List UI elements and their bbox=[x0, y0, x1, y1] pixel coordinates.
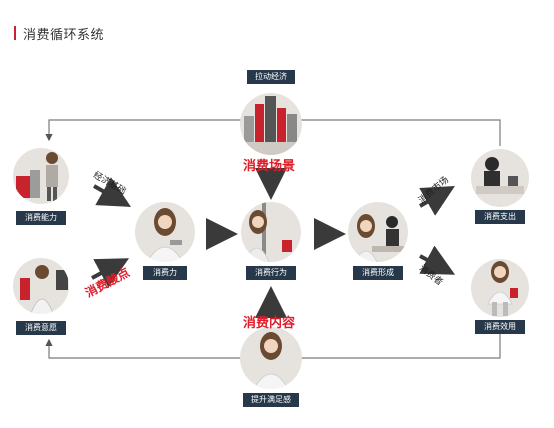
red-label-content: 消费内容 bbox=[243, 316, 296, 331]
circle-willingness bbox=[13, 258, 69, 314]
circle-spending bbox=[471, 149, 529, 207]
title-text: 消费循环系统 bbox=[23, 27, 105, 43]
circle-power bbox=[135, 202, 195, 262]
page-title: 消费循环系统 bbox=[14, 25, 105, 43]
node-label-top: 拉动经济 bbox=[247, 70, 295, 84]
node-label-spending: 消费支出 bbox=[475, 210, 525, 224]
node-label-bottom: 提升满足感 bbox=[243, 393, 299, 407]
circle-bottom bbox=[240, 327, 302, 389]
node-label-power: 消费力 bbox=[143, 266, 187, 280]
node-label-willingness: 消费意愿 bbox=[16, 321, 66, 335]
circle-ability bbox=[13, 148, 69, 204]
arrow-formation-to-effect bbox=[419, 245, 456, 275]
circle-effect bbox=[471, 259, 529, 317]
circle-formation bbox=[348, 202, 408, 262]
arrow-ability-to-power bbox=[93, 177, 131, 207]
circle-behavior bbox=[241, 202, 301, 262]
node-label-behavior: 消费行为 bbox=[246, 266, 296, 280]
node-label-formation: 消费形成 bbox=[353, 266, 403, 280]
flow-arrows bbox=[91, 168, 456, 318]
title-accent-bar bbox=[14, 26, 16, 40]
arrow-willingness-to-power bbox=[91, 258, 130, 288]
circle-top-city bbox=[240, 93, 302, 155]
node-label-ability: 消费能力 bbox=[16, 211, 66, 225]
red-label-scene: 消费场景 bbox=[243, 159, 296, 174]
arrow-formation-to-spending bbox=[419, 186, 455, 216]
node-label-effect: 消费效用 bbox=[475, 320, 525, 334]
